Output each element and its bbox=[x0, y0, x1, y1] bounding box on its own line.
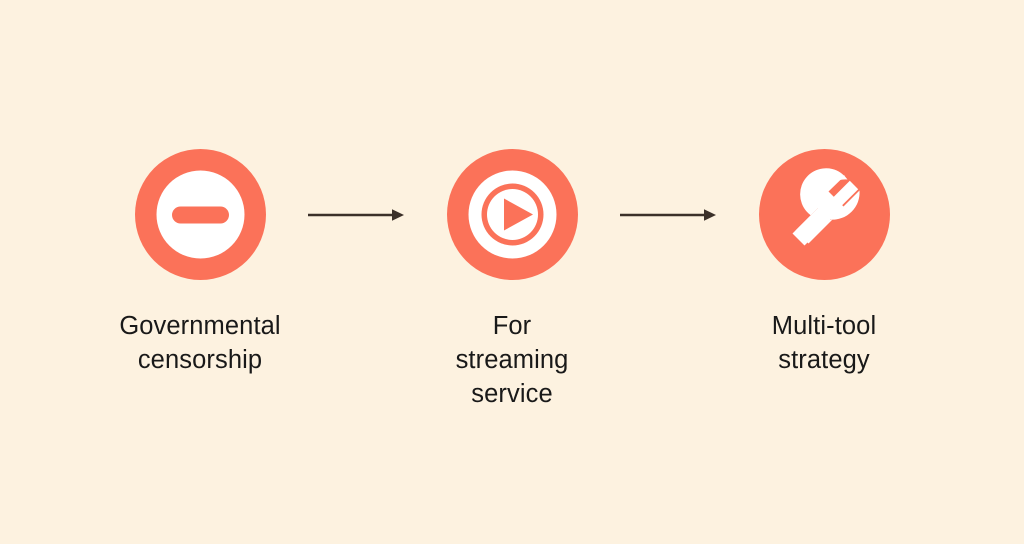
wrench-icon bbox=[758, 149, 890, 280]
flow-step-multi-tool-strategy[interactable]: Multi-tool strategy bbox=[722, 0, 927, 377]
minus-circle-icon bbox=[134, 149, 266, 280]
flow-step-for-streaming-service[interactable]: For streaming service bbox=[410, 0, 615, 411]
play-circle-icon bbox=[446, 149, 578, 280]
flow-step-governmental-censorship[interactable]: Governmental censorship bbox=[98, 0, 303, 377]
flow-step-label: For streaming service bbox=[455, 312, 569, 408]
arrow-right-icon bbox=[619, 207, 717, 223]
process-flow: Governmental censorship bbox=[98, 0, 927, 411]
arrow-right-icon bbox=[307, 207, 405, 223]
flow-connector-2 bbox=[615, 149, 722, 280]
flow-connector-1 bbox=[303, 149, 410, 280]
flow-step-label: Governmental censorship bbox=[119, 312, 281, 374]
flow-step-label: Multi-tool strategy bbox=[771, 312, 877, 374]
